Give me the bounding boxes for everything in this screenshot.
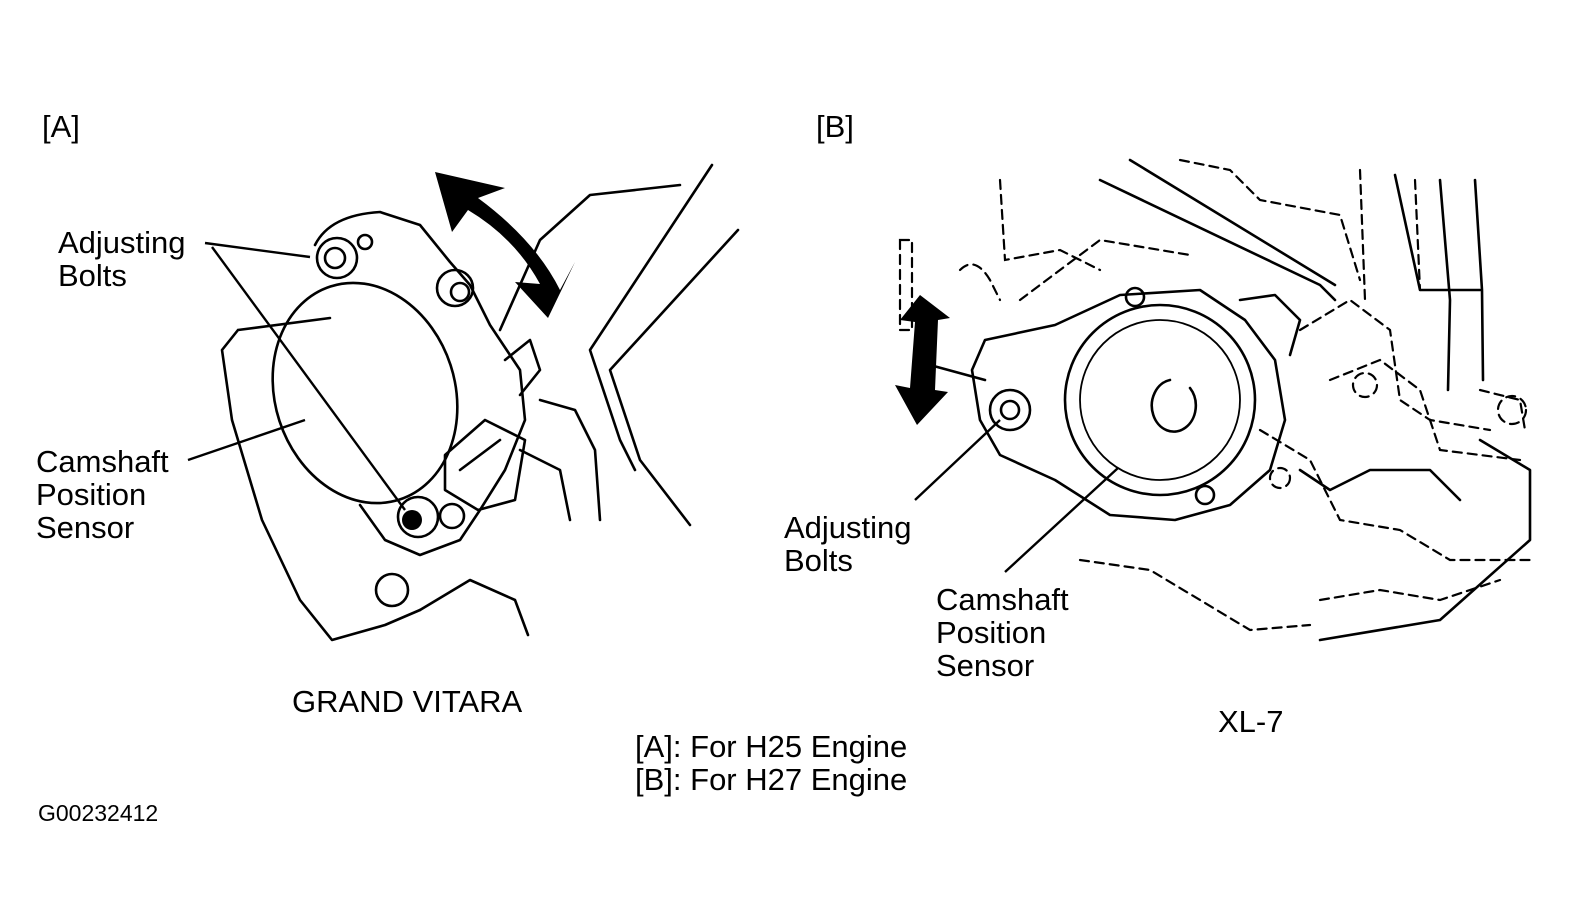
leader-sensor-b	[1004, 467, 1119, 573]
engine-cover-right	[588, 163, 740, 527]
bolt-lower-a	[396, 495, 440, 539]
leader-sensor-a	[187, 418, 306, 462]
engine-bg-top	[1178, 158, 1362, 282]
panel-b-tag: [B]	[816, 109, 854, 144]
engine-rail-b	[1098, 178, 1337, 302]
sensor-bracket-b	[970, 288, 1287, 522]
panel-a-drawing	[187, 163, 740, 642]
connector-tab	[503, 338, 542, 397]
sensor-connector-a	[443, 418, 527, 512]
panel-b-bolts-label: Adjusting Bolts	[784, 510, 912, 578]
panel-b-sensor-label: Camshaft Position Sensor	[936, 582, 1069, 683]
panel-a-sensor-label: Camshaft Position Sensor	[36, 444, 169, 545]
bolt-upper-a	[315, 236, 359, 280]
engine-bg-left-tab	[898, 238, 914, 332]
leader-bolts-b	[914, 419, 1001, 501]
lower-boss-a	[374, 572, 410, 608]
leader-bolts-lower-a	[211, 246, 406, 511]
leader-bolts-upper-a	[204, 241, 311, 259]
legend: [A]: For H25 Engine [B]: For H27 Engine	[635, 730, 907, 796]
engine-bg-upper	[998, 178, 1192, 302]
panel-a-tag: [A]	[42, 109, 80, 144]
figure-id: G00232412	[38, 800, 159, 826]
legend-line-a: [A]: For H25 Engine	[635, 729, 908, 764]
bolt-upper-right-a	[435, 268, 475, 308]
legend-line-b: [B]: For H27 Engine	[635, 762, 908, 797]
engine-bg-right	[1298, 298, 1492, 432]
bolt-top-b	[1124, 286, 1146, 308]
rotation-arrow-a	[435, 172, 575, 318]
panel-b-drawing	[895, 158, 1532, 642]
sensor-cap-b	[1063, 303, 1257, 497]
panel-a-model-caption: GRAND VITARA	[292, 684, 523, 719]
sensor-center-mark	[1150, 378, 1198, 433]
panel-a-bolts-label: Adjusting Bolts	[58, 225, 186, 293]
engine-detail-lines	[518, 398, 602, 522]
engine-housing-lower	[418, 578, 530, 637]
bolt-bottom-b	[1194, 484, 1216, 506]
engine-housing-outline	[220, 316, 422, 642]
sensor-cap-a	[271, 281, 459, 505]
bracket-tab-b	[1238, 293, 1302, 357]
rotation-arrow-b	[895, 295, 950, 425]
engine-block-right	[1318, 438, 1532, 642]
engine-bg-bottom	[1078, 558, 1312, 632]
bolt-left-b	[988, 388, 1032, 432]
sensor-bracket	[313, 210, 527, 557]
panel-b-model-caption: XL-7	[1218, 704, 1284, 739]
engine-pipe-b	[1438, 178, 1485, 392]
